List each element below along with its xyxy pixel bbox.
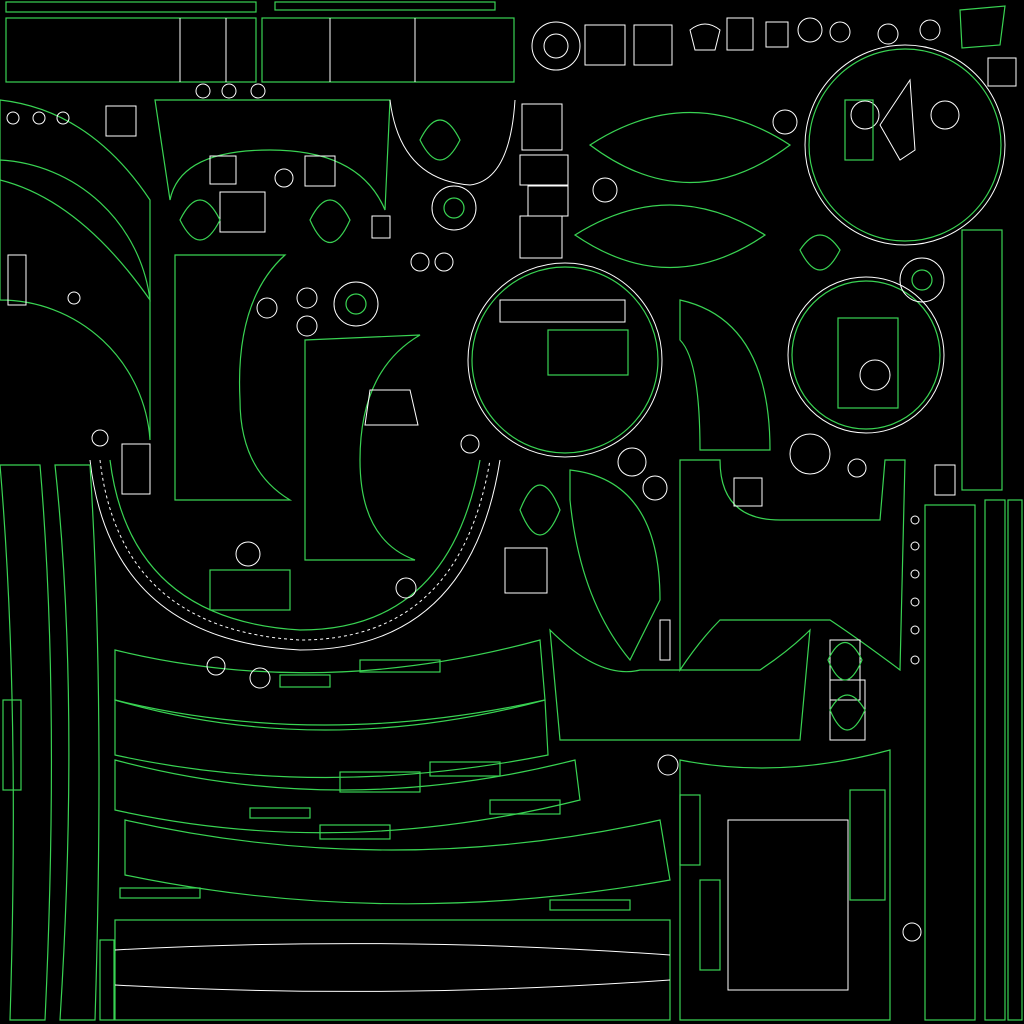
uv-t-piece-left bbox=[174, 254, 293, 501]
uv-band-4 bbox=[124, 819, 671, 905]
uv-frame-bottom-right bbox=[679, 749, 891, 1021]
uv-strip-left-vertical bbox=[0, 464, 100, 1021]
uv-t-piece-center bbox=[304, 334, 421, 561]
uv-small-parts bbox=[2, 17, 1017, 1021]
uv-strip-top-left bbox=[5, 1, 257, 83]
uv-strip-top-center bbox=[261, 1, 515, 83]
uv-band-bottom bbox=[114, 919, 671, 1021]
uv-leaf-shapes bbox=[179, 119, 866, 731]
uv-strip-right-vertical bbox=[924, 229, 1023, 1021]
uv-band-3 bbox=[114, 759, 581, 834]
uv-fan-right bbox=[569, 299, 771, 662]
uv-cross-piece bbox=[549, 459, 906, 741]
uv-lens-upper bbox=[573, 111, 792, 268]
uv-spider-markers bbox=[6, 17, 941, 942]
uv-arc-u bbox=[89, 459, 501, 651]
uv-warped-quads bbox=[689, 5, 1006, 51]
uv-dot-column bbox=[910, 515, 920, 665]
uv-band-2 bbox=[114, 699, 549, 779]
uv-circle-center bbox=[467, 262, 663, 458]
uv-circle-top-right bbox=[804, 44, 1006, 246]
uv-fan-left bbox=[0, 99, 151, 441]
uv-circle-right bbox=[787, 276, 945, 434]
uv-arch-top bbox=[154, 99, 516, 211]
